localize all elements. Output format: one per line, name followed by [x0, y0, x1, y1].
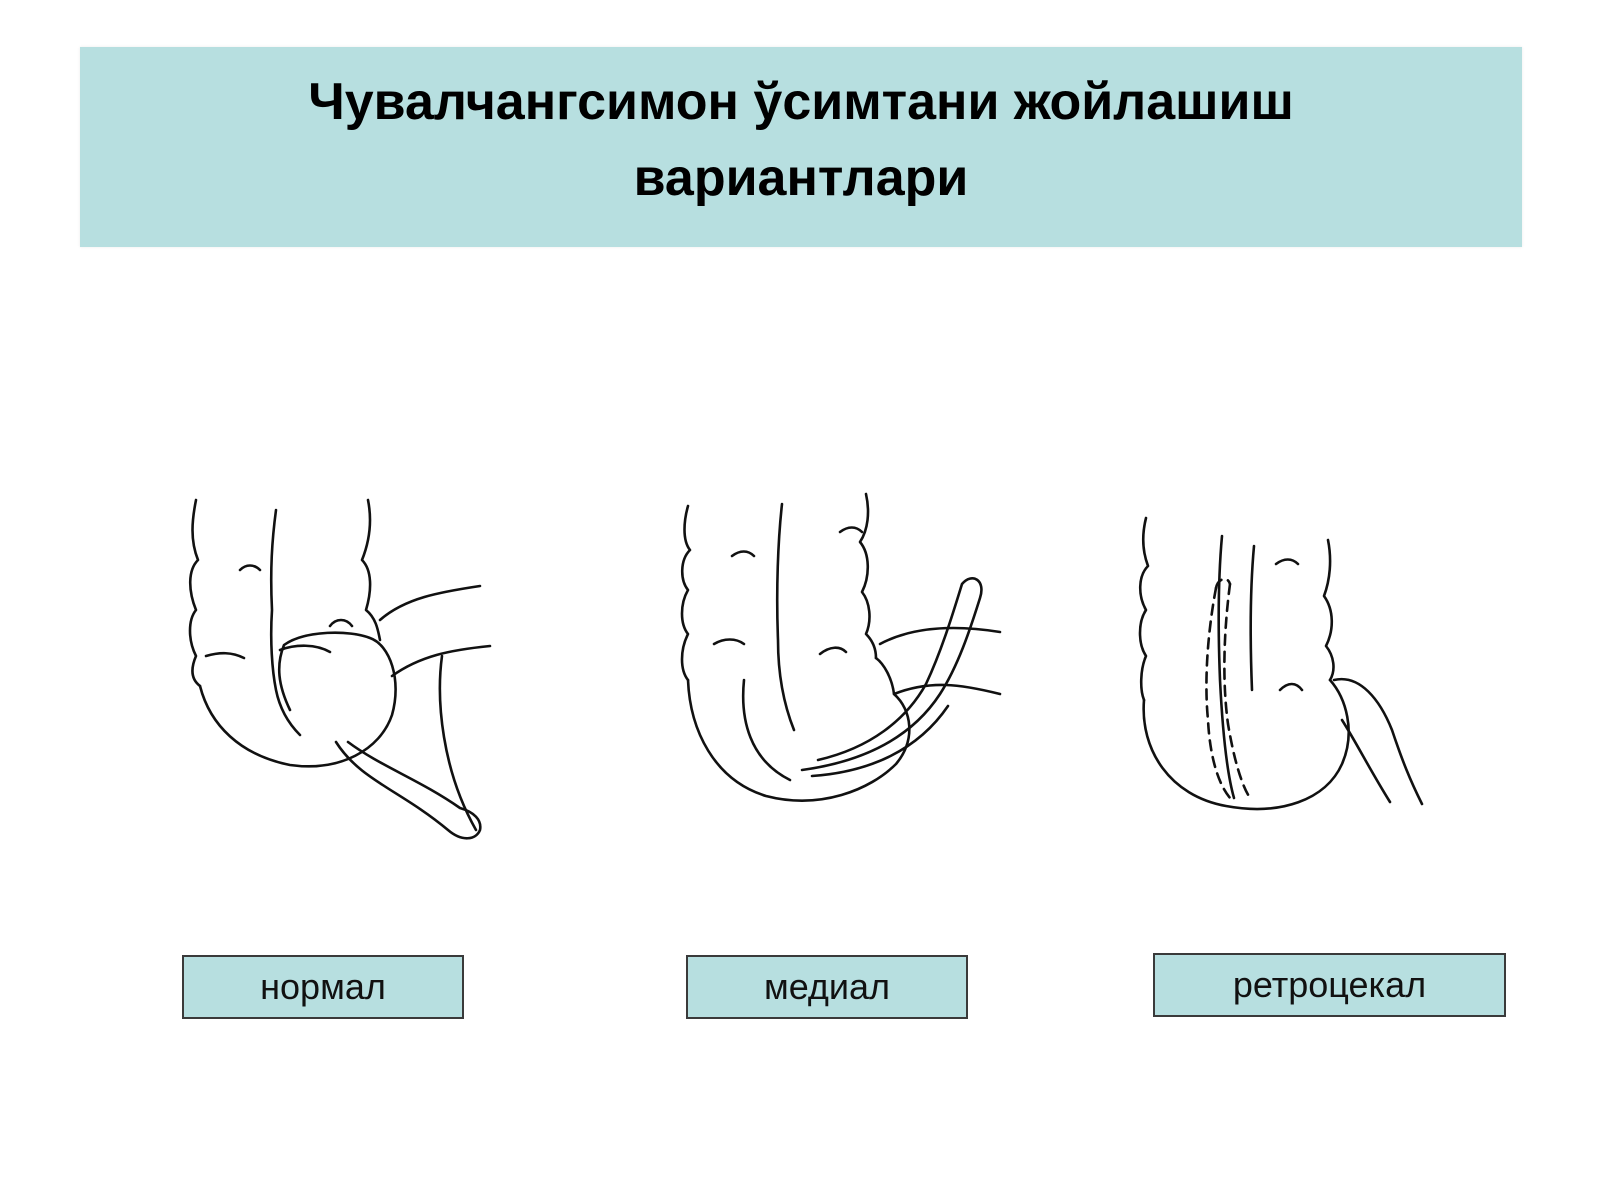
title-line-1: Чувалчангсимон ўсимтани жойлашиш	[308, 73, 1294, 131]
label-retrocecal: ретроцекал	[1153, 953, 1506, 1017]
medial-appendix-drawing	[680, 492, 1002, 802]
medial-appendix-illustration	[670, 480, 1030, 860]
title-line-2: вариантлари	[633, 149, 969, 207]
label-normal: нормал	[182, 955, 464, 1019]
retrocecal-appendix-drawing	[1138, 516, 1424, 811]
title-banner: Чувалчангсимон ўсимтани жойлашиш вариант…	[80, 47, 1522, 247]
retrocecal-appendix-illustration	[1130, 480, 1460, 860]
normal-appendix-illustration	[180, 480, 500, 860]
label-medial: медиал	[686, 955, 968, 1019]
page-title: Чувалчангсимон ўсимтани жойлашиш вариант…	[308, 64, 1294, 216]
normal-appendix-drawing	[188, 498, 492, 840]
